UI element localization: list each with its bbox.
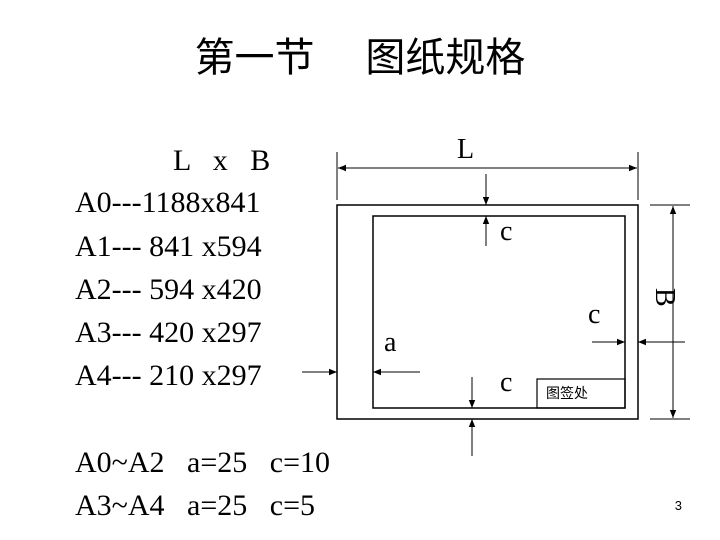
size-row-a2: A2--- 594 x420 xyxy=(75,273,262,306)
dimension-label-c-bottom: c xyxy=(500,367,512,398)
margin-row-a3-a4: A3~A4 a=25 c=5 xyxy=(75,489,316,522)
dimension-label-b: B xyxy=(649,288,680,307)
dimension-label-a: a xyxy=(384,327,397,358)
dimension-label-c-right: c xyxy=(588,299,600,330)
size-row-a1: A1--- 841 x594 xyxy=(75,230,262,263)
slide-title: 第一节 图纸规格 xyxy=(194,35,526,81)
title-block-box xyxy=(536,378,626,409)
title-block-label: 图签处 xyxy=(546,385,588,402)
size-row-a0: A0---1188x841 xyxy=(75,186,261,219)
dimension-label-l: L xyxy=(457,134,474,165)
dimension-label-c-top: c xyxy=(500,216,512,247)
drawing-frame xyxy=(372,215,626,409)
margin-row-a0-a2: A0~A2 a=25 c=10 xyxy=(75,446,331,479)
size-header: L x B xyxy=(173,144,271,177)
size-row-a3: A3--- 420 x297 xyxy=(75,316,262,349)
sheet-outline xyxy=(336,204,639,420)
page-number: 3 xyxy=(674,498,682,513)
size-row-a4: A4--- 210 x297 xyxy=(75,359,262,392)
